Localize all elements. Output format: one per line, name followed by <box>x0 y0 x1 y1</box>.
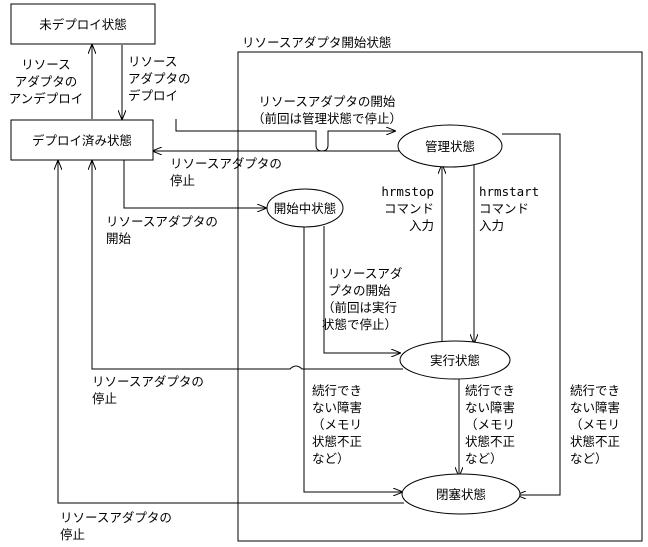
svg-text:hrmstart: hrmstart <box>479 184 539 199</box>
edge-stop-from-blocked <box>58 161 404 504</box>
svg-text:開始: 開始 <box>106 231 132 246</box>
state-starting <box>266 188 344 228</box>
state-managed <box>397 124 503 168</box>
label-fault-from-managed: 続行でき ない障害 （メモリ 状態不正 など） <box>570 383 620 466</box>
svg-text:続行でき: 続行でき <box>312 383 362 398</box>
label-stop-from-blocked: リソースアダプタの 停止 <box>60 510 172 542</box>
edge-start-from-running <box>323 226 400 353</box>
label-start-from-managed: リソースアダプタの開始 （前回は管理状態で停止） <box>252 94 402 126</box>
svg-text:状態で停止）: 状態で停止） <box>322 317 397 332</box>
state-managed-label: 管理状態 <box>425 139 475 154</box>
svg-text:リソースアダプタの開始: リソースアダプタの開始 <box>259 94 396 109</box>
label-fault-from-starting: 続行でき ない障害 （メモリ 状態不正 など） <box>312 383 362 466</box>
svg-text:リソースアダプタの: リソースアダプタの <box>60 510 172 525</box>
label-hrmstart: hrmstart コマンド 入力 <box>479 184 539 233</box>
label-deploy: リソース アダプタの デプロイ <box>128 54 191 103</box>
svg-text:ない障害: ない障害 <box>570 400 620 415</box>
svg-text:続行でき: 続行でき <box>465 383 515 398</box>
svg-text:（メモリ: （メモリ <box>312 417 362 432</box>
label-undeploy: リソース アダプタの アンデプロイ <box>9 57 84 106</box>
svg-text:入力: 入力 <box>409 218 434 233</box>
svg-text:コマンド: コマンド <box>479 201 529 216</box>
svg-text:リソースアダ: リソースアダ <box>328 266 402 281</box>
svg-text:アダプタの: アダプタの <box>15 74 78 89</box>
svg-text:コマンド: コマンド <box>384 201 434 216</box>
state-blocked-label: 閉塞状態 <box>436 487 486 502</box>
state-undeployed-label: 未デプロイ状態 <box>39 17 127 32</box>
svg-text:続行でき: 続行でき <box>570 383 620 398</box>
label-fault-from-running: 続行でき ない障害 （メモリ 状態不正 など） <box>465 383 515 466</box>
svg-text:リソース: リソース <box>21 57 70 72</box>
svg-text:入力: 入力 <box>479 218 504 233</box>
svg-text:ない障害: ない障害 <box>465 400 515 415</box>
state-blocked <box>401 473 521 515</box>
started-region-frame <box>237 51 643 542</box>
svg-text:ない障害: ない障害 <box>312 400 362 415</box>
svg-text:など）: など） <box>312 451 350 466</box>
started-region-label: リソースアダプタ開始状態 <box>242 35 391 50</box>
edge-fault-from-managed <box>502 133 561 495</box>
svg-text:停止: 停止 <box>60 527 85 542</box>
svg-text:状態不正: 状態不正 <box>312 434 362 449</box>
edge-stop-from-running <box>92 161 403 370</box>
svg-text:プタの開始: プタの開始 <box>328 283 391 298</box>
state-running <box>399 340 511 380</box>
edge-fault-from-starting <box>303 226 402 492</box>
svg-text:など）: など） <box>570 451 608 466</box>
label-start: リソースアダプタの 開始 <box>106 214 218 246</box>
state-starting-label: 開始中状態 <box>274 201 337 216</box>
svg-text:（前回は実行: （前回は実行 <box>322 300 397 315</box>
svg-text:（メモリ: （メモリ <box>570 417 620 432</box>
svg-text:（メモリ: （メモリ <box>465 417 515 432</box>
state-deployed-label: デプロイ済み状態 <box>32 133 132 148</box>
svg-text:状態不正: 状態不正 <box>465 434 515 449</box>
label-hrmstop: hrmstop コマンド 入力 <box>381 184 434 233</box>
svg-text:hrmstop: hrmstop <box>381 184 434 199</box>
state-running-label: 実行状態 <box>430 353 480 368</box>
svg-text:リソースアダプタの: リソースアダプタの <box>170 156 282 171</box>
svg-text:リソース: リソース <box>128 54 177 69</box>
svg-text:状態不正: 状態不正 <box>570 434 620 449</box>
svg-text:デプロイ: デプロイ <box>128 88 178 103</box>
state-undeployed <box>10 3 156 45</box>
svg-text:など）: など） <box>465 451 503 466</box>
label-start-from-running: リソースアダ プタの開始 （前回は実行 状態で停止） <box>322 266 402 332</box>
svg-text:アンデプロイ: アンデプロイ <box>9 91 84 106</box>
svg-text:停止: 停止 <box>170 173 195 188</box>
svg-text:停止: 停止 <box>92 391 117 406</box>
svg-text:アダプタの: アダプタの <box>128 71 191 86</box>
state-deployed <box>10 119 154 161</box>
svg-text:（前回は管理状態で停止）: （前回は管理状態で停止） <box>252 111 402 126</box>
edge-start <box>123 159 266 208</box>
label-stop-from-running: リソースアダプタの 停止 <box>92 374 204 406</box>
svg-text:リソースアダプタの: リソースアダプタの <box>92 374 204 389</box>
svg-text:リソースアダプタの: リソースアダプタの <box>106 214 218 229</box>
label-stop-from-managed: リソースアダプタの 停止 <box>170 156 282 188</box>
